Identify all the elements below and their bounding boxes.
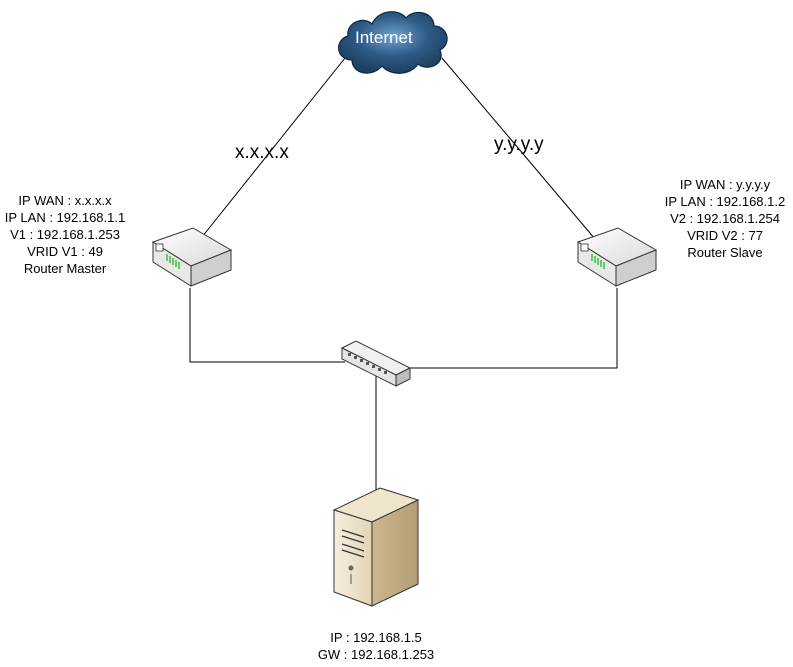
connections: [189, 57, 618, 575]
slave-wan-link-label: y.y.y.y: [494, 134, 544, 155]
switch-icon: [340, 340, 412, 387]
router-slave-name: Router Slave: [687, 245, 763, 260]
router-master-ip-lan: IP LAN : 192.168.1.1: [4, 210, 126, 225]
router-slave-vrid: VRID V2 : 77: [687, 228, 763, 243]
server-gateway: GW : 192.168.1.253: [317, 647, 435, 662]
router-master-ip-wan: IP WAN : x.x.x.x: [18, 193, 112, 208]
router-slave-v2: V2 : 192.168.1.254: [670, 211, 780, 226]
cloud-icon: [338, 11, 448, 74]
server-info: IP : 192.168.1.5 GW : 192.168.1.253: [300, 629, 452, 663]
router-icon: [576, 227, 658, 287]
link-slave-switch: [405, 288, 618, 369]
router-slave-ip-wan: IP WAN : y.y.y.y: [679, 177, 771, 192]
router-slave-ip-lan: IP LAN : 192.168.1.2: [664, 194, 786, 209]
router-master-name: Router Master: [23, 261, 107, 276]
router-icon: [151, 227, 233, 287]
router-master-v1: V1 : 192.168.1.253: [10, 227, 120, 242]
master-wan-link-label: x.x.x.x: [235, 142, 289, 163]
router-master-info: IP WAN : x.x.x.x IP LAN : 192.168.1.1 V1…: [0, 192, 130, 277]
router-master-vrid: VRID V1 : 49: [27, 244, 103, 259]
server-icon: [332, 487, 420, 607]
link-internet-master: [189, 57, 346, 253]
internet-label: Internet: [355, 28, 413, 47]
link-master-switch: [189, 288, 345, 363]
router-slave-info: IP WAN : y.y.y.y IP LAN : 192.168.1.2 V2…: [657, 176, 793, 261]
link-internet-slave: [441, 57, 607, 253]
server-ip: IP : 192.168.1.5: [330, 630, 422, 645]
